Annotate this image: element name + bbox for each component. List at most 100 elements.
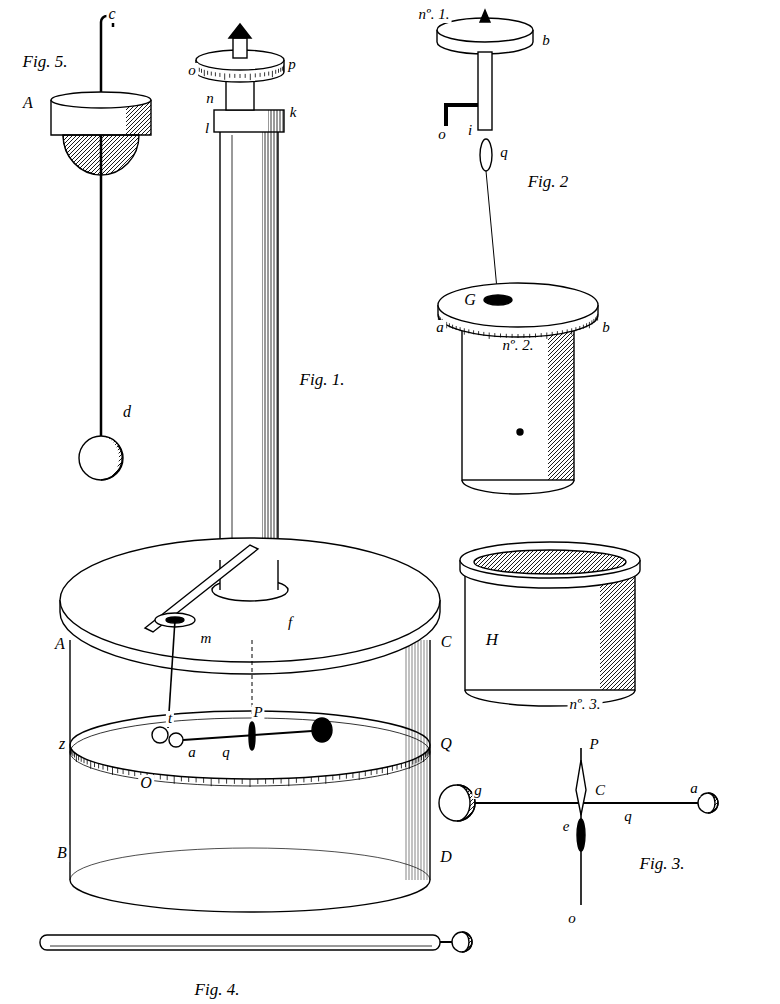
label-anchor: P	[251, 703, 264, 721]
graduated-scale	[70, 747, 430, 787]
figure-5-suspension-rod	[63, 135, 95, 174]
graduated-scale	[425, 753, 426, 758]
label-anchor: c	[106, 5, 117, 23]
part-letter: o	[186, 63, 198, 79]
label-anchor: l	[203, 119, 211, 137]
dial-scale	[541, 333, 542, 337]
graduated-scale	[103, 765, 104, 770]
graduated-scale	[387, 767, 388, 775]
graduated-scale	[117, 768, 118, 773]
dial-scale	[552, 332, 553, 336]
micrometer-scale	[224, 73, 225, 79]
graduated-scale	[339, 775, 340, 780]
label-anchor: a	[434, 318, 446, 336]
micrometer-scale	[260, 73, 261, 77]
graduated-scale	[365, 771, 366, 776]
dial-scale	[494, 333, 495, 337]
figure-2-dial-plate	[517, 429, 523, 435]
figure-1-column	[232, 135, 233, 585]
graduated-scale	[76, 754, 77, 762]
figure-2-micrometer	[486, 171, 498, 300]
label-anchor: i	[466, 121, 474, 139]
dial-scale	[446, 322, 447, 328]
label-anchor: q	[622, 807, 634, 825]
figure-2-dial-plate	[484, 295, 512, 305]
graduated-scale	[392, 766, 393, 771]
graduated-scale	[371, 770, 372, 775]
label-anchor: nº. 2.	[501, 336, 536, 354]
figure-4-probe	[462, 932, 472, 952]
torsion-needle	[312, 718, 332, 742]
part-letter: l	[203, 121, 211, 137]
part-letter: C	[593, 783, 607, 799]
graduated-scale	[160, 775, 161, 780]
label-anchor: O	[138, 774, 154, 792]
graduated-scale	[412, 760, 413, 765]
label-anchor: t	[166, 709, 174, 727]
graduated-scale	[211, 778, 212, 786]
figure-4-probe	[40, 935, 440, 950]
micrometer-scale	[280, 68, 281, 72]
torsion-needle	[249, 722, 255, 750]
label-anchor: p	[286, 55, 298, 73]
graduated-scale	[429, 748, 430, 753]
figure-2-dial-plate	[462, 480, 574, 494]
part-letter: nº. 3.	[568, 697, 603, 713]
dial-scale	[557, 331, 558, 335]
part-letter: p	[286, 57, 298, 73]
graduated-scale	[134, 771, 135, 776]
graduated-scale	[72, 751, 73, 756]
micrometer-scale	[278, 69, 279, 73]
dial-scale	[583, 325, 584, 329]
dial-scale	[483, 332, 484, 336]
graduated-scale	[397, 765, 398, 770]
label-anchor: D	[438, 848, 454, 866]
graduated-scale	[90, 761, 91, 769]
graduated-scale	[318, 776, 319, 781]
micrometer-scale	[197, 66, 284, 81]
part-letter: B	[55, 845, 69, 862]
figure-2-dial-plate	[462, 318, 574, 480]
part-letter: b	[540, 33, 552, 49]
label-anchor: e	[561, 817, 572, 835]
figure-3-needle	[577, 819, 585, 851]
label-anchor: z	[57, 735, 67, 753]
graduated-scale	[174, 776, 175, 784]
figure-4-probe	[440, 941, 452, 943]
graduated-scale	[128, 770, 129, 775]
graduated-scale	[359, 772, 360, 780]
graduated-scale	[123, 769, 124, 774]
graduated-scale	[427, 751, 428, 756]
base-plate	[277, 560, 278, 590]
label-anchor: f	[286, 613, 294, 631]
figure-2-cup	[474, 550, 626, 574]
part-letter: q	[498, 145, 510, 161]
dial-scale	[468, 329, 469, 333]
label-anchor: g	[472, 781, 484, 799]
part-letter: q	[220, 745, 232, 761]
torsion-needle	[169, 733, 183, 747]
part-letter: a	[186, 745, 198, 761]
micrometer-scale	[211, 72, 212, 76]
label-anchor: C	[439, 633, 454, 651]
dial-scale	[452, 325, 453, 329]
label-anchor: q	[220, 743, 232, 761]
figure-1-glass-case	[69, 640, 70, 880]
figure-1-glass-case	[429, 640, 430, 880]
figure-1-glass-case	[70, 848, 430, 880]
label-anchor: Fig. 4.	[193, 981, 242, 999]
figure-1-glass-case	[70, 880, 430, 912]
label-anchor: nº. 3.	[568, 695, 603, 713]
figure-5-suspension-rod	[79, 436, 123, 480]
dial-scale	[438, 314, 597, 340]
label-anchor: a	[186, 743, 198, 761]
part-letter: n	[204, 91, 216, 107]
graduated-scale	[352, 773, 353, 778]
part-letter: P	[251, 705, 264, 721]
figure-3-needle	[439, 748, 718, 905]
figure-5-suspension-rod	[101, 16, 113, 440]
graduated-scale	[311, 777, 312, 782]
label-anchor: A	[21, 94, 35, 112]
label-anchor: Fig. 2	[526, 173, 571, 191]
graduated-scale	[98, 763, 99, 768]
